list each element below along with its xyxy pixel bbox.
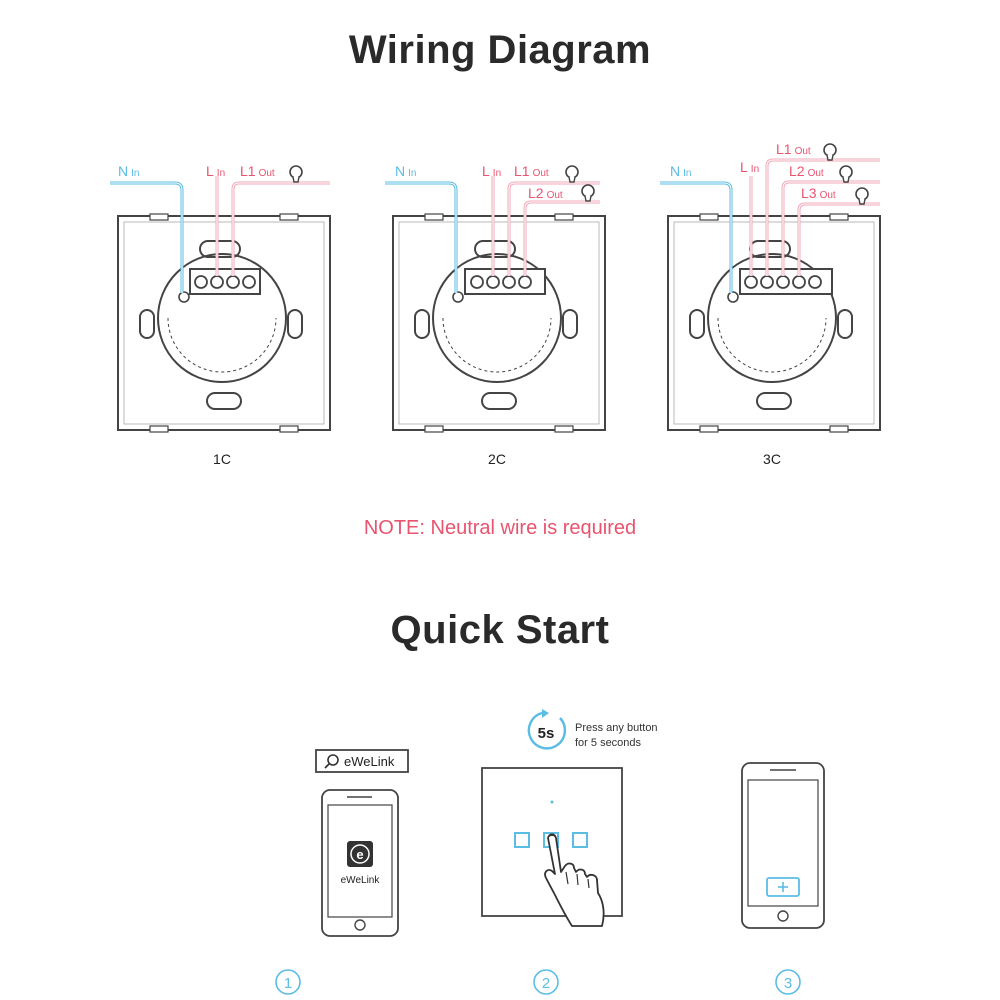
switch-frame: [392, 215, 606, 431]
svg-text:2: 2: [542, 975, 550, 992]
pointing-hand-icon: [544, 833, 605, 927]
timer-icon: [527, 709, 567, 750]
bulb-icon: [839, 165, 853, 183]
switch-frame: [667, 215, 881, 431]
quick-start-title: Quick Start: [390, 608, 610, 652]
bulb-icon: [823, 143, 837, 161]
step-3-add-device: [741, 762, 825, 929]
app-icon-label: eWeLink: [341, 875, 381, 886]
neutral-wire: [110, 181, 184, 293]
mounting-box: [432, 253, 562, 383]
out-wire-l2: [523, 200, 600, 276]
bulb-icon: [581, 184, 595, 202]
step-1-number: 1: [275, 969, 301, 995]
bulb-icon: [855, 187, 869, 205]
timer-label: 5s: [538, 725, 555, 742]
press-text-line2: for 5 seconds: [575, 737, 642, 749]
step-2-press-button: 5s Press any button for 5 seconds: [481, 709, 658, 927]
out-wire-l1: [231, 181, 330, 276]
step-numbers: 1 2 3: [275, 969, 801, 995]
neutral-wire: [660, 181, 733, 293]
press-text-line1: Press any button: [575, 722, 658, 734]
touch-button-1: [514, 832, 530, 848]
search-icon: [324, 754, 339, 769]
step-2-number: 2: [533, 969, 559, 995]
neutral-wire-note: NOTE: Neutral wire is required: [363, 517, 637, 539]
svg-text:e: e: [356, 847, 363, 862]
mounting-box: [707, 253, 837, 383]
ewelink-app-icon: e: [347, 841, 373, 867]
svg-text:3: 3: [784, 975, 792, 992]
panel-caption: 3C: [763, 451, 781, 467]
add-device-icon: [766, 877, 800, 897]
panel-caption: 2C: [488, 451, 506, 467]
neutral-wire: [385, 181, 458, 293]
bulb-icon: [289, 165, 303, 183]
mounting-box: [157, 253, 287, 383]
step-3-number: 3: [775, 969, 801, 995]
svg-text:1: 1: [284, 975, 292, 992]
step-1-install-app: eWeLink e eWeLink: [315, 749, 409, 937]
wiring-diagram-title: Wiring Diagram: [348, 28, 652, 72]
app-search-label: eWeLink: [344, 754, 395, 769]
app-search-box: [315, 749, 409, 773]
switch-frame: [117, 215, 331, 431]
touch-button-3: [572, 832, 588, 848]
bulb-icon: [565, 165, 579, 183]
panel-caption: 1C: [213, 451, 231, 467]
